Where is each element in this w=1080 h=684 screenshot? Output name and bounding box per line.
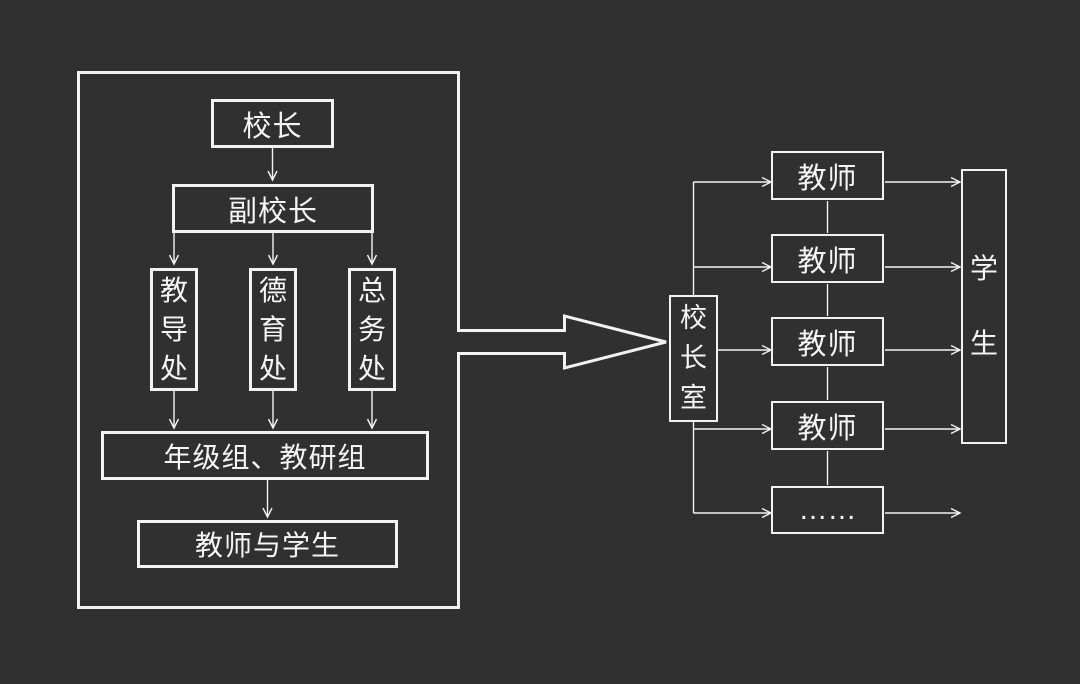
principal-box: 校长 bbox=[211, 99, 334, 148]
general-affairs-office-box: 总务处 bbox=[348, 268, 396, 391]
teacher-box: 教师 bbox=[771, 317, 884, 366]
moral-education-office-box: 德育处 bbox=[249, 268, 297, 391]
teacher-box: 教师 bbox=[771, 401, 884, 450]
ellipsis-more-teachers-box: …… bbox=[771, 486, 884, 534]
block-arrow-outline bbox=[459, 314, 667, 370]
teachers-and-students-box: 教师与学生 bbox=[137, 520, 398, 568]
vice-principal-box: 副校长 bbox=[172, 184, 374, 233]
students-box: 学生 bbox=[961, 169, 1007, 444]
block-arrow-left-to-right bbox=[454, 314, 667, 370]
principal-office-box: 校长室 bbox=[669, 295, 718, 422]
teacher-box: 教师 bbox=[771, 151, 884, 200]
grade-and-teaching-research-groups-box: 年级组、教研组 bbox=[101, 431, 429, 480]
academic-affairs-office-box: 教导处 bbox=[150, 268, 198, 391]
teacher-box: 教师 bbox=[771, 234, 884, 283]
